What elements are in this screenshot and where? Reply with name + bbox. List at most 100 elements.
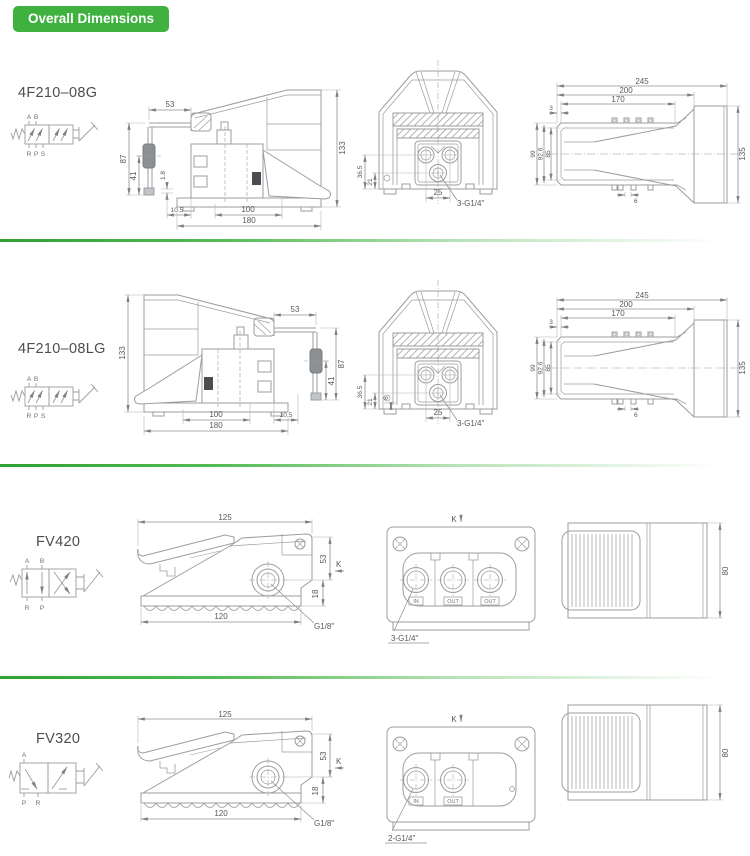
dim-label: 87	[337, 359, 346, 368]
fv-bottom-view-drawing: IN OUT 2-G1/4" K	[385, 714, 536, 844]
valve-symbol-3-2: A P R	[8, 752, 104, 807]
dim-label: 36.5	[357, 385, 364, 398]
dim-label: 99	[530, 364, 537, 372]
port-label: A	[27, 376, 32, 383]
dim-label: 133	[118, 346, 127, 360]
section-mark: K	[336, 560, 342, 569]
dim-label: 135	[738, 361, 747, 375]
dim-label: 80	[721, 748, 730, 757]
fv-side-view-drawing: 125 120 53 18 K G1/8"	[137, 710, 344, 828]
dim-label: 92.6	[538, 147, 545, 160]
dim-label: 6	[634, 412, 638, 419]
model-label-4f210-08g: 4F210–08G	[18, 85, 98, 101]
section-mark: K	[336, 757, 342, 766]
dim-label: 100	[241, 205, 255, 214]
dim-label: 53	[291, 305, 300, 314]
dim-label: 6	[383, 396, 390, 400]
port-label: R	[27, 413, 32, 420]
port-label: P	[34, 413, 38, 420]
port-label: IN	[413, 799, 419, 805]
valve-symbol-5-2: A B R P S	[10, 114, 99, 158]
dim-label: 245	[635, 291, 649, 300]
section-header-badge: Overall Dimensions	[13, 6, 170, 32]
port-label: P	[34, 151, 38, 158]
dim-label: 120	[214, 809, 228, 818]
front-view-drawing: 36.5 21 6 25 3-G1/4"	[357, 279, 498, 428]
dim-label: 21	[367, 398, 374, 406]
view-mark: K	[451, 515, 457, 524]
dim-label: 180	[242, 216, 256, 225]
thread-label: 3-G1/4"	[391, 634, 418, 643]
row-separator	[0, 676, 746, 679]
side-view-drawing-mirrored: 133 53 87 41 100 180 10.5	[118, 294, 346, 435]
model-label-fv420: FV420	[36, 534, 81, 550]
dim-label: 170	[611, 309, 625, 318]
dim-label: 85	[545, 364, 552, 372]
row-separator	[0, 464, 746, 467]
dim-label: 133	[338, 141, 347, 155]
dim-label: 21	[367, 178, 374, 186]
dim-label: 53	[319, 554, 328, 563]
dim-label: 135	[738, 147, 747, 161]
port-label: B	[34, 114, 38, 121]
dim-label: 170	[611, 95, 625, 104]
dim-label: 200	[619, 86, 633, 95]
section-title: Overall Dimensions	[28, 11, 155, 26]
fv-bottom-view-drawing: IN OUT OUT 3-G1/4" K	[386, 514, 536, 644]
dim-label: 6	[634, 198, 638, 205]
port-label: R	[36, 800, 41, 807]
dim-label: 120	[214, 612, 228, 621]
dim-label: 3	[549, 319, 553, 326]
port-label: IN	[413, 599, 419, 605]
port-label: B	[40, 558, 44, 565]
dim-label: 80	[721, 566, 730, 575]
port-label: A	[22, 752, 27, 759]
thread-label: 3-G1/4"	[457, 199, 484, 208]
port-label: OUT	[447, 799, 459, 805]
thread-label: 3-G1/4"	[457, 419, 484, 428]
dim-label: 3	[549, 105, 553, 112]
dim-label: 18	[311, 589, 320, 598]
model-label-4f210-08lg: 4F210–08LG	[18, 341, 106, 357]
model-label-fv320: FV320	[36, 731, 81, 747]
thread-label: 2-G1/4"	[388, 834, 415, 843]
dim-label: 18	[311, 786, 320, 795]
dim-label: 99	[530, 150, 537, 158]
dim-label: 10.5	[280, 412, 293, 419]
dim-label: 87	[119, 154, 128, 163]
port-label: A	[27, 114, 32, 121]
front-view-drawing: 36.5 21 25 3-G1/4"	[357, 59, 498, 208]
dim-label: 92.6	[538, 361, 545, 374]
dim-label: 10.5	[171, 207, 184, 214]
dim-label: 41	[327, 376, 336, 385]
dim-label: 100	[209, 410, 223, 419]
fv-top-view-drawing: 80	[561, 522, 730, 619]
fv-side-view-drawing: 125 120 53 18 K G1/8"	[137, 513, 344, 631]
dim-label: 53	[319, 751, 328, 760]
dim-label: 245	[635, 77, 649, 86]
dim-label: 25	[434, 188, 443, 197]
port-label: R	[25, 605, 30, 612]
port-label: R	[27, 151, 32, 158]
dim-label: 1.8	[160, 171, 167, 180]
top-view-drawing: 245 200 170 3 99 92.6 85 6 135	[530, 291, 747, 419]
port-label: OUT	[447, 599, 459, 605]
valve-symbol-4-2: A B R P	[9, 558, 104, 612]
port-label: P	[22, 800, 26, 807]
dim-label: 180	[209, 421, 223, 430]
port-label: S	[41, 151, 46, 158]
dim-label: 36.5	[357, 165, 364, 178]
dim-label: 200	[619, 300, 633, 309]
dim-label: 53	[166, 100, 175, 109]
port-label: B	[34, 376, 38, 383]
dim-label: 25	[434, 408, 443, 417]
dim-label: 85	[545, 150, 552, 158]
port-label: OUT	[484, 599, 496, 605]
thread-label: G1/8"	[314, 819, 334, 828]
top-view-drawing: 245 200 170 3 99 92.6 85 6 135	[530, 77, 747, 205]
thread-label: G1/8"	[314, 622, 334, 631]
port-label: A	[25, 558, 30, 565]
row-separator	[0, 239, 746, 242]
view-mark: K	[451, 715, 457, 724]
